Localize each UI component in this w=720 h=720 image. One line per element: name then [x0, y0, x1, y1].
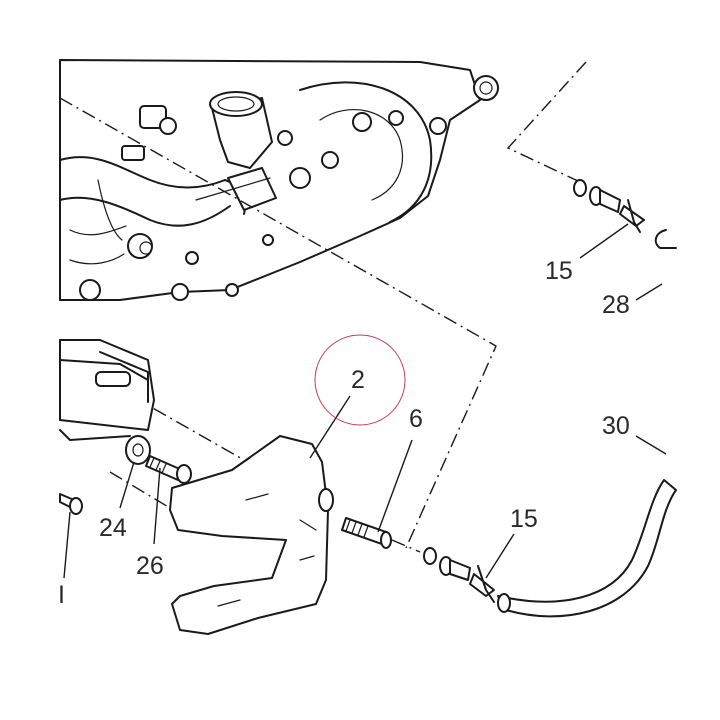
callout-1-partial: I — [58, 581, 65, 609]
part-26-bolt — [145, 455, 192, 484]
highlight-circle — [314, 334, 406, 426]
part-left-bolt — [59, 493, 83, 515]
leader-lines — [63, 223, 667, 579]
upper-fitting — [573, 179, 677, 249]
callout-2: 2 — [351, 366, 365, 394]
part-2-cover — [169, 435, 334, 635]
callout-28: 28 — [602, 291, 630, 319]
callout-24: 24 — [99, 514, 127, 542]
engine-casing — [59, 59, 499, 301]
callout-6: 6 — [409, 405, 423, 433]
callout-15-lower: 15 — [510, 505, 538, 533]
part-24-washer — [125, 435, 151, 465]
lower-fitting — [423, 547, 495, 603]
callout-26: 26 — [136, 552, 164, 580]
left-bracket — [59, 339, 155, 441]
callout-30: 30 — [602, 412, 630, 440]
part-30-hose — [497, 479, 677, 618]
callout-15-upper: 15 — [545, 257, 573, 285]
part-6-bolt — [341, 517, 392, 549]
